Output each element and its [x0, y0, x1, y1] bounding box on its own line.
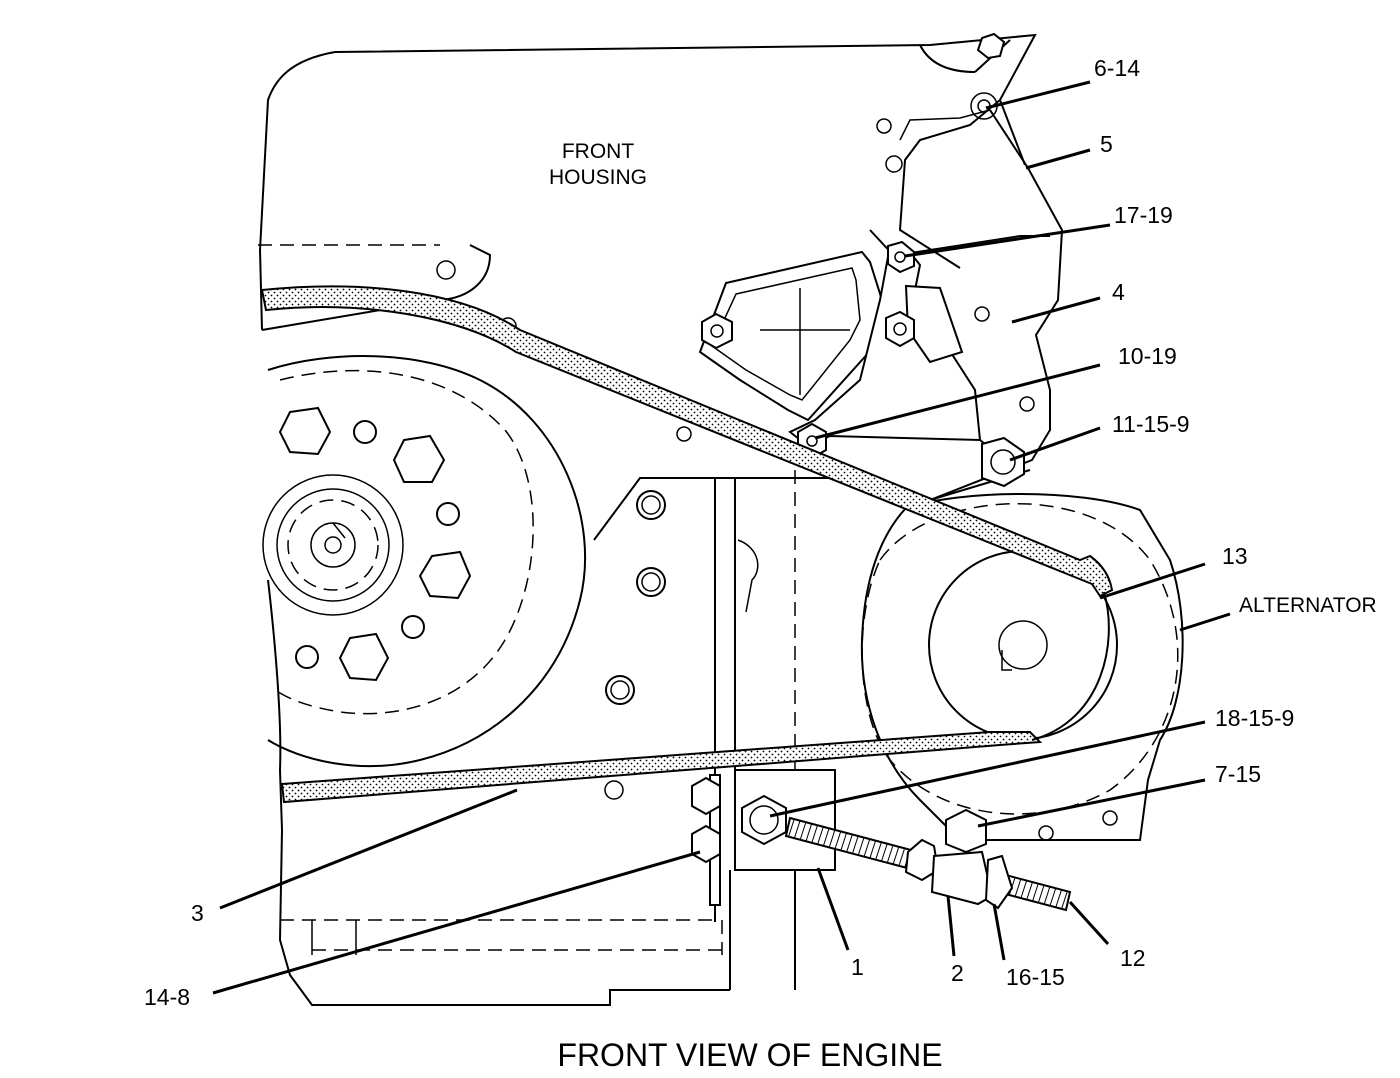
timing-cover-lobe [261, 244, 692, 442]
callout-16-15: 16-15 [1006, 964, 1065, 990]
leader-lines [212, 80, 1231, 995]
adjusting-rod [784, 808, 1072, 912]
adjusting-brace [698, 240, 1025, 488]
callout-10-19: 10-19 [1118, 343, 1177, 369]
front-housing [258, 32, 1037, 1006]
callout-14-8: 14-8 [144, 984, 190, 1010]
callout-18-15-9: 18-15-9 [1215, 705, 1294, 731]
lower-bracket [691, 769, 836, 906]
callout-3: 3 [191, 900, 204, 926]
drive-belt [260, 285, 1114, 804]
diagram-caption: FRONT VIEW OF ENGINE [557, 1037, 942, 1073]
crankshaft-pulley [262, 355, 587, 768]
callout-2: 2 [951, 960, 964, 986]
callout-5: 5 [1100, 131, 1113, 157]
front-housing-label-line2: HOUSING [549, 166, 647, 189]
callout-6-14: 6-14 [1094, 55, 1140, 81]
alternator-mount-plate [593, 477, 850, 990]
callout-4: 4 [1112, 279, 1125, 305]
callout-11-15-9: 11-15-9 [1112, 411, 1190, 437]
callout-12: 12 [1120, 945, 1146, 971]
callout-17-19: 17-19 [1114, 202, 1173, 228]
callout-7-15: 7-15 [1215, 761, 1261, 787]
callout-13: 13 [1222, 543, 1248, 569]
callout-1: 1 [851, 954, 864, 980]
front-housing-label-line1: FRONT [562, 140, 634, 163]
alternator-label: ALTERNATOR [1239, 594, 1377, 617]
alternator [860, 493, 1184, 841]
